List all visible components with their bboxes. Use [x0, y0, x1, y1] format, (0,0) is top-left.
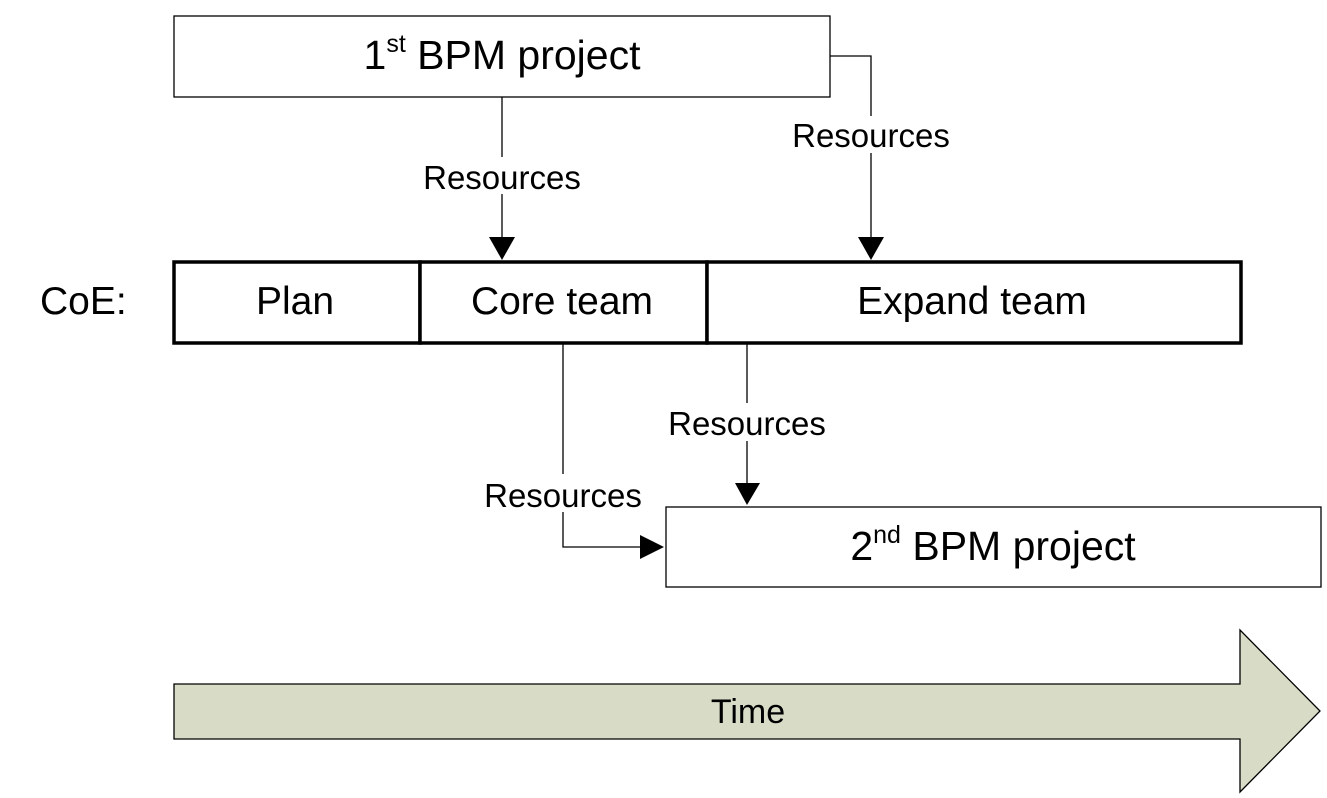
resources-label: Resources	[484, 477, 642, 514]
second-bpm-project-label: 2nd BPM project	[850, 521, 1136, 569]
arrow-head	[489, 237, 515, 260]
phase-expand-team-label: Expand team	[857, 280, 1087, 323]
phase-expand-team-box	[705, 260, 1243, 345]
coe-label: CoE:	[40, 280, 127, 323]
first-bpm-project-box: 1st BPM project	[173, 15, 831, 98]
arrow-head	[640, 535, 664, 559]
coe-phase-bar: Plan Core team Expand team	[172, 260, 1243, 345]
phase-plan-label: Plan	[256, 280, 334, 323]
arrow-head	[735, 483, 760, 505]
resources-label: Resources	[668, 405, 826, 442]
resources-label: Resources	[792, 117, 950, 154]
connector-p1-to-expand-team: Resources	[792, 55, 950, 260]
first-bpm-project-label: 1st BPM project	[364, 30, 642, 78]
second-bpm-project-box: 2nd BPM project	[665, 506, 1322, 588]
time-label: Time	[711, 693, 785, 731]
connector-p1-to-core-team: Resources	[423, 97, 581, 260]
time-arrow: Time	[173, 628, 1321, 794]
connector-expand-team-to-p2: Resources	[668, 343, 826, 505]
phase-core-team-label: Core team	[471, 280, 653, 323]
phase-plan-box	[172, 260, 422, 345]
resources-label: Resources	[423, 159, 581, 196]
arrow-head	[858, 237, 884, 260]
connector-core-team-to-p2: Resources	[484, 343, 664, 559]
